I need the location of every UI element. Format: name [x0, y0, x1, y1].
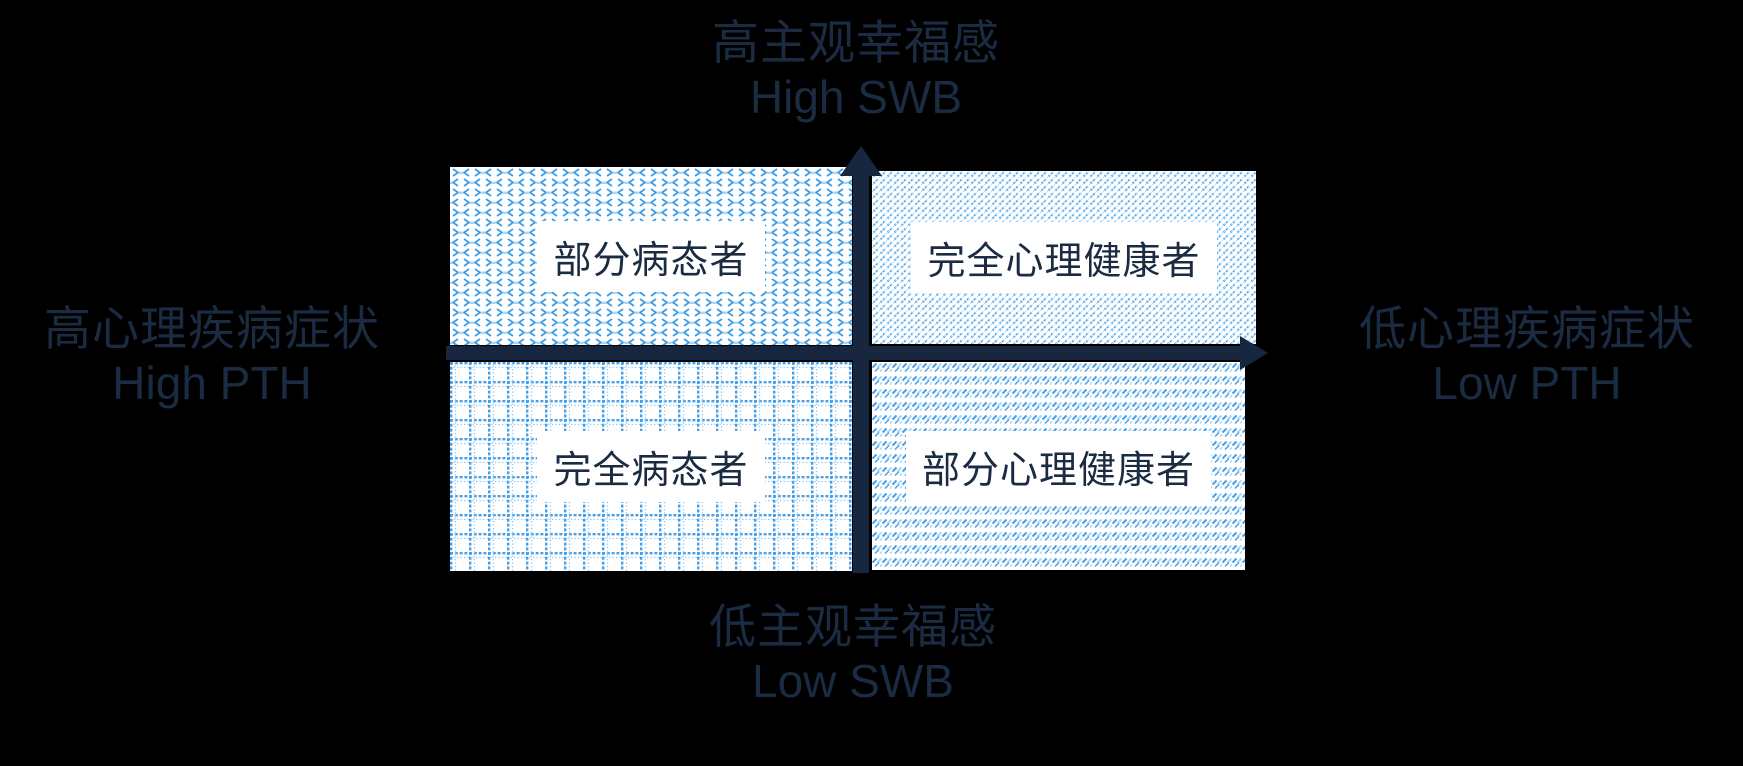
horizontal-axis-line	[446, 346, 1240, 360]
axis-label-left-en: High PTH	[112, 356, 312, 409]
quadrant-bottom-left: 完全病态者	[450, 362, 852, 571]
axis-label-top: 高主观幸福感 High SWB	[506, 16, 1206, 124]
horizontal-axis-arrowhead-icon	[1240, 336, 1268, 370]
quadrant-top-left-label: 部分病态者	[537, 220, 765, 292]
axis-label-right-zh: 低心理疾病症状	[1359, 302, 1695, 355]
quadrant-bottom-right: 部分心理健康者	[872, 362, 1245, 570]
axis-label-left: 高心理疾病症状 High PTH	[0, 302, 424, 410]
axis-label-top-zh: 高主观幸福感	[712, 16, 1000, 69]
quadrant-top-right-label: 完全心理健康者	[911, 222, 1217, 293]
axis-label-bottom-zh: 低主观幸福感	[709, 600, 997, 653]
axis-label-right: 低心理疾病症状 Low PTH	[1327, 302, 1727, 410]
vertical-axis-line	[853, 170, 869, 573]
axis-label-bottom-en: Low SWB	[752, 654, 954, 707]
axis-label-left-zh: 高心理疾病症状	[44, 302, 380, 355]
axis-label-bottom: 低主观幸福感 Low SWB	[503, 600, 1203, 708]
quadrant-top-right: 完全心理健康者	[872, 171, 1256, 344]
quadrant-bottom-right-label: 部分心理健康者	[905, 430, 1211, 502]
quadrant-bottom-left-label: 完全病态者	[537, 431, 765, 502]
axis-label-top-en: High SWB	[749, 70, 963, 123]
axis-label-right-en: Low PTH	[1432, 356, 1622, 409]
quadrant-top-left: 部分病态者	[450, 167, 852, 345]
vertical-axis-arrowhead-icon	[840, 146, 882, 176]
